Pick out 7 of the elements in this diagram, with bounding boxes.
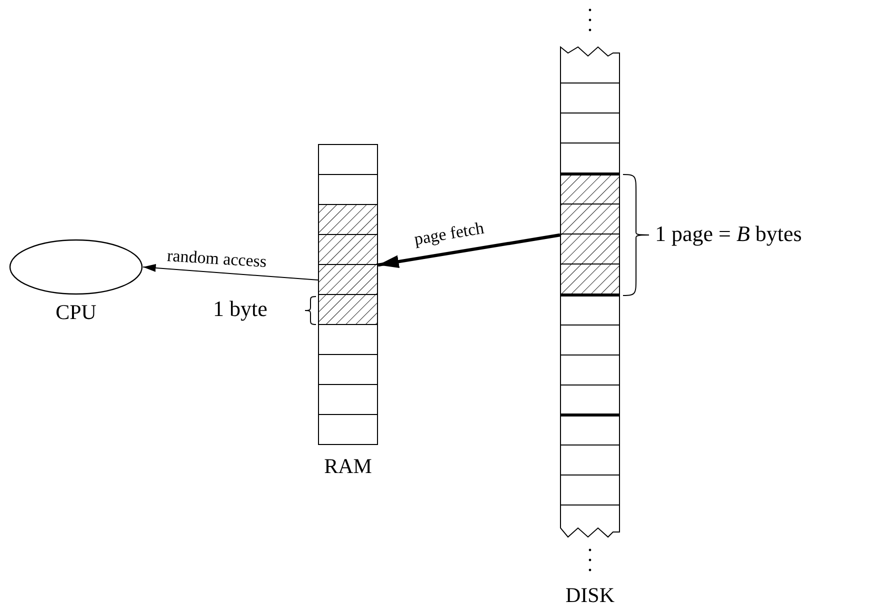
annotation-text: 1 byte <box>213 296 268 322</box>
node-label: DISK <box>564 583 616 607</box>
node-label: RAM <box>323 454 373 478</box>
annotation-text: 1 page = B bytes <box>655 221 802 247</box>
arrow <box>142 264 318 280</box>
arrow <box>378 233 560 268</box>
node-label: CPU <box>54 300 98 324</box>
